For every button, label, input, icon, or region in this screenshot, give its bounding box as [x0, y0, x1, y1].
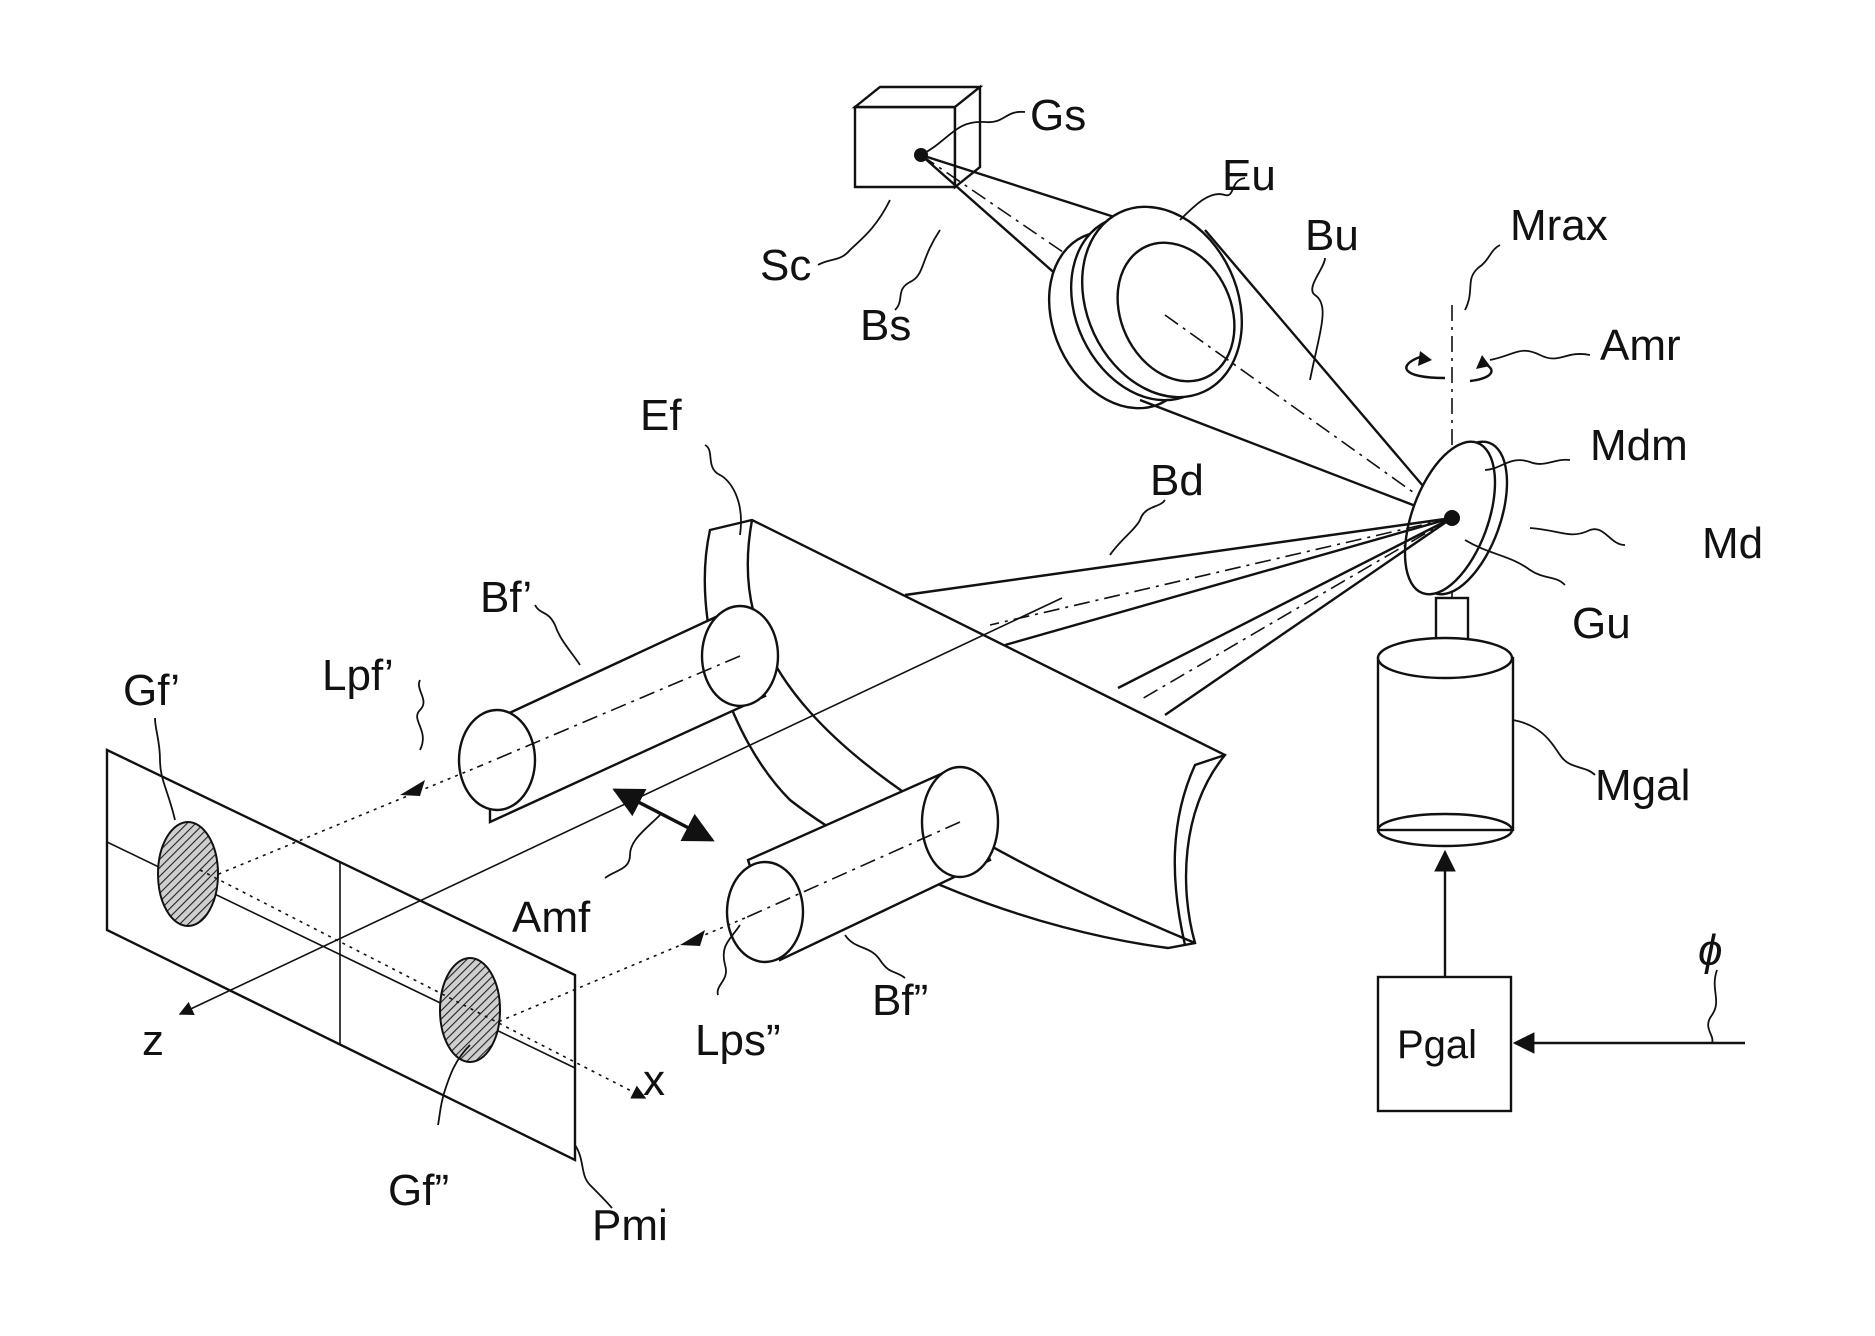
galvo-motor-mgal — [1378, 598, 1513, 846]
focal-spot-gf2 — [440, 958, 500, 1062]
rotation-arrow-amr — [1406, 351, 1491, 381]
label-pgal: Pgal — [1397, 1023, 1477, 1067]
label-ef: Ef — [640, 391, 682, 440]
label-sc: Sc — [760, 241, 811, 290]
lens-eu — [1021, 181, 1271, 433]
label-bs: Bs — [860, 301, 911, 350]
propagation-line-lpf1 — [180, 766, 480, 890]
label-phi: ϕ — [1698, 926, 1722, 975]
label-gf2: Gf” — [388, 1166, 449, 1215]
label-x: x — [643, 1056, 665, 1105]
label-amr: Amr — [1600, 321, 1681, 370]
source-cube — [855, 87, 980, 187]
propagation-arrow-lps2 — [680, 930, 705, 946]
label-gs: Gs — [1030, 91, 1086, 140]
propagation-arrow-lpf1 — [400, 780, 425, 796]
label-mrax: Mrax — [1510, 201, 1608, 250]
label-amf: Amf — [512, 893, 591, 942]
label-md: Md — [1702, 519, 1763, 568]
label-gf1: Gf’ — [123, 666, 180, 715]
label-pmi: Pmi — [592, 1201, 668, 1250]
label-bf1: Bf’ — [480, 573, 532, 622]
label-mgal: Mgal — [1595, 761, 1690, 810]
label-bu: Bu — [1305, 211, 1359, 260]
label-z: z — [142, 1016, 164, 1065]
label-lps2: Lps” — [695, 1016, 781, 1065]
label-gu: Gu — [1572, 599, 1631, 648]
translation-arrow-amf — [615, 790, 712, 840]
label-lpf1: Lpf’ — [322, 651, 394, 700]
label-eu: Eu — [1222, 151, 1276, 200]
label-bf2: Bf” — [872, 976, 928, 1025]
label-bd: Bd — [1150, 456, 1204, 505]
output-beam-bf1 — [459, 606, 778, 822]
label-mdm: Mdm — [1590, 421, 1688, 470]
